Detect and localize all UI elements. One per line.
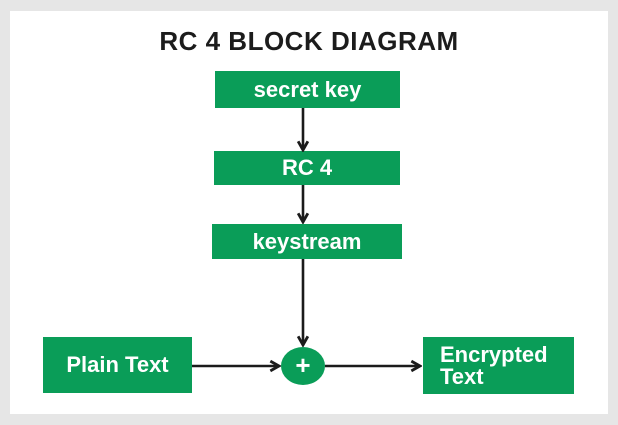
node-encrypted-text: Encrypted Text (423, 337, 574, 394)
node-rc4: RC 4 (214, 151, 400, 185)
node-plain-text: Plain Text (43, 337, 192, 393)
node-secret-key: secret key (215, 71, 400, 108)
diagram-title: RC 4 BLOCK DIAGRAM (159, 26, 459, 56)
node-keystream: keystream (212, 224, 402, 259)
xor-node: + (281, 347, 325, 385)
